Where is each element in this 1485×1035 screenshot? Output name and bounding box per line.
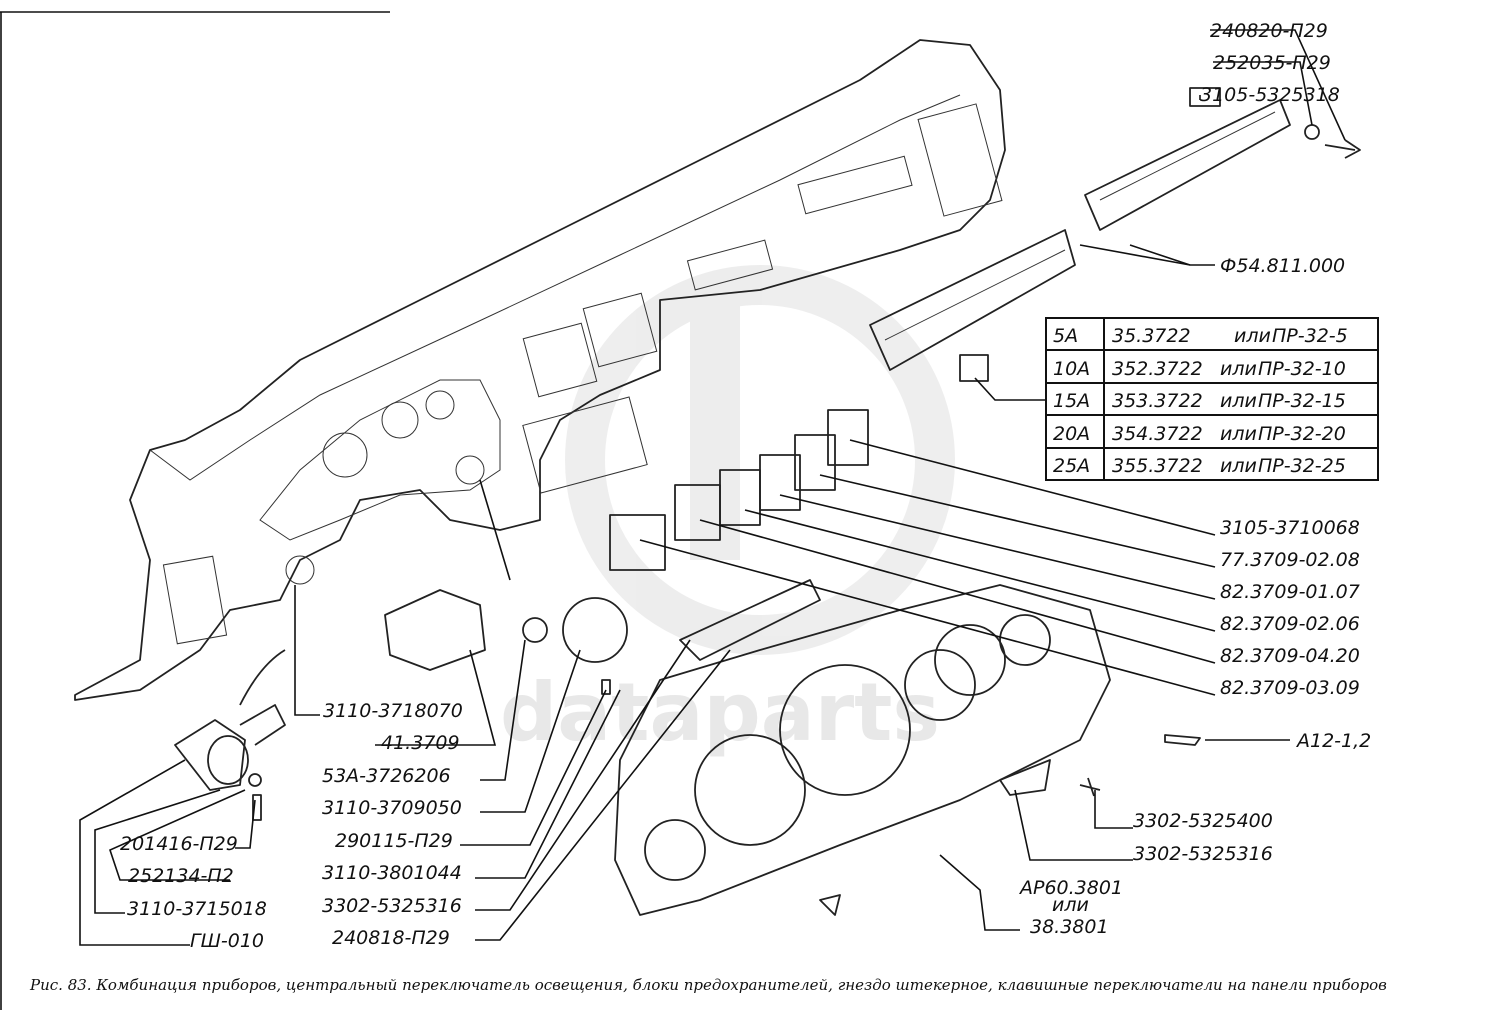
label-82-3709-01-07: 82.3709-01.07: [1220, 581, 1360, 603]
fuse-table: 5А 35.3722 или ПР-32-5 10А 352.3722 или …: [1045, 317, 1379, 481]
label-3302-5325400: 3302-5325400: [1133, 810, 1273, 832]
fuse-row: 20А 354.3722 или ПР-32-20: [1053, 423, 1346, 445]
fuse-part: 355.3722: [1112, 455, 1203, 477]
light-switch-drawing: [384, 589, 628, 695]
fuse-row: 5А 35.3722 или ПР-32-5: [1053, 325, 1348, 347]
fuse-alt: ПР-32-10: [1258, 358, 1346, 380]
label-201416-p29: 201416-П29: [120, 833, 238, 855]
label-ap60-3801: АР60.3801: [1018, 877, 1123, 899]
label-f54-811-000: Ф54.811.000: [1220, 255, 1345, 277]
label-252134-p2: 252134-П2: [128, 865, 234, 887]
figure-caption: Рис. 83. Комбинация приборов, центральны…: [29, 976, 1387, 994]
fuse-block-drawings: [869, 87, 1361, 382]
fuse-or: или: [1220, 455, 1257, 477]
leader-lines: [79, 29, 1346, 946]
label-82-3709-03-09: 82.3709-03.09: [1220, 677, 1360, 699]
fuse-icon: [959, 354, 989, 382]
fuse-rating: 20А: [1053, 423, 1090, 445]
fuse-or: или: [1220, 358, 1257, 380]
fuse-part: 354.3722: [1112, 423, 1203, 445]
fuse-or: или: [1220, 390, 1257, 412]
label-3110-3715018: 3110-3715018: [127, 898, 267, 920]
label-290115-p29: 290115-П29: [335, 830, 453, 852]
label-77-3709-02-08: 77.3709-02.08: [1220, 549, 1360, 571]
label-38-3801: 38.3801: [1030, 916, 1109, 938]
label-gsh-010: ГШ-010: [190, 930, 264, 952]
fuse-part: 352.3722: [1112, 358, 1203, 380]
fuse-rating: 5А: [1053, 325, 1078, 347]
label-240820-p29: 240820-П29: [1210, 20, 1328, 42]
fuse-row: 15А 353.3722 или ПР-32-15: [1053, 390, 1346, 412]
fuse-part: 353.3722: [1112, 390, 1203, 412]
fuse-row: 10А 352.3722 или ПР-32-10: [1053, 358, 1346, 380]
label-3302-5325316-left: 3302-5325316: [322, 895, 462, 917]
fuse-part: 35.3722: [1112, 325, 1191, 347]
fuse-row: 25А 355.3722 или ПР-32-25: [1053, 455, 1346, 477]
label-240818-p29: 240818-П29: [332, 927, 450, 949]
label-3110-3709050: 3110-3709050: [322, 797, 462, 819]
switch-block-drawings: [609, 409, 869, 571]
fuse-alt: ПР-32-20: [1258, 423, 1346, 445]
label-3110-3801044: 3110-3801044: [322, 862, 462, 884]
watermark-text: dataparts: [500, 666, 940, 759]
fuse-alt: ПР-32-25: [1258, 455, 1346, 477]
fuse-rating: 15А: [1053, 390, 1090, 412]
fuse-alt: ПР-32-15: [1258, 390, 1346, 412]
instrument-cluster-drawing: [614, 579, 1201, 916]
label-a12-1-2: A12-1,2: [1295, 730, 1371, 752]
fuse-alt: ПР-32-5: [1272, 325, 1348, 347]
socket-drawing: [174, 649, 286, 821]
fuse-or: или: [1234, 325, 1271, 347]
label-3302-5325316-right: 3302-5325316: [1133, 843, 1273, 865]
label-3110-3718070: 3110-3718070: [323, 700, 463, 722]
label-82-3709-02-06: 82.3709-02.06: [1220, 613, 1360, 635]
label-or: или: [1052, 894, 1089, 916]
label-252035-p29: 252035-П29: [1213, 52, 1331, 74]
label-53a-3726206: 53А-3726206: [322, 765, 451, 787]
dashboard-panel-drawing: [74, 39, 1006, 701]
label-3105-3710068: 3105-3710068: [1220, 517, 1360, 539]
fuse-rating: 25А: [1053, 455, 1090, 477]
label-41-3709: 41.3709: [381, 732, 460, 754]
label-82-3709-04-20: 82.3709-04.20: [1220, 645, 1360, 667]
label-3105-5325318: 3105-5325318: [1200, 84, 1340, 106]
fuse-or: или: [1220, 423, 1257, 445]
fuse-rating: 10А: [1053, 358, 1090, 380]
